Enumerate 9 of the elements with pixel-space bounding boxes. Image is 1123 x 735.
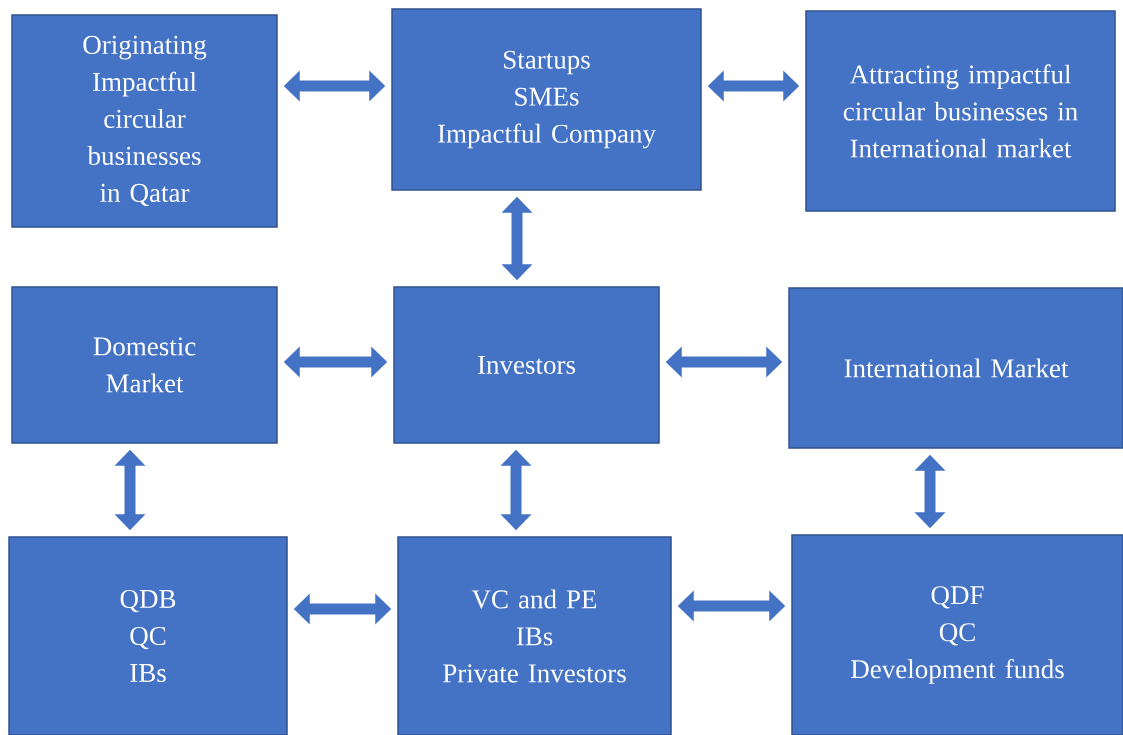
process-box: Investors bbox=[393, 286, 660, 444]
process-box: VC and PE IBs Private Investors bbox=[397, 536, 672, 735]
process-box: Domestic Market bbox=[11, 286, 278, 444]
process-box: Attracting impactful circular businesses in International market bbox=[805, 10, 1116, 212]
process-box: Startups SMEs Impactful Company bbox=[391, 8, 702, 191]
process-box: QDF QC Development funds bbox=[791, 534, 1123, 735]
process-box: International Market bbox=[788, 287, 1123, 449]
process-box: Originating Impactful circular businesses in Qatar bbox=[11, 14, 278, 228]
process-box: QDB QC IBs bbox=[8, 536, 288, 735]
